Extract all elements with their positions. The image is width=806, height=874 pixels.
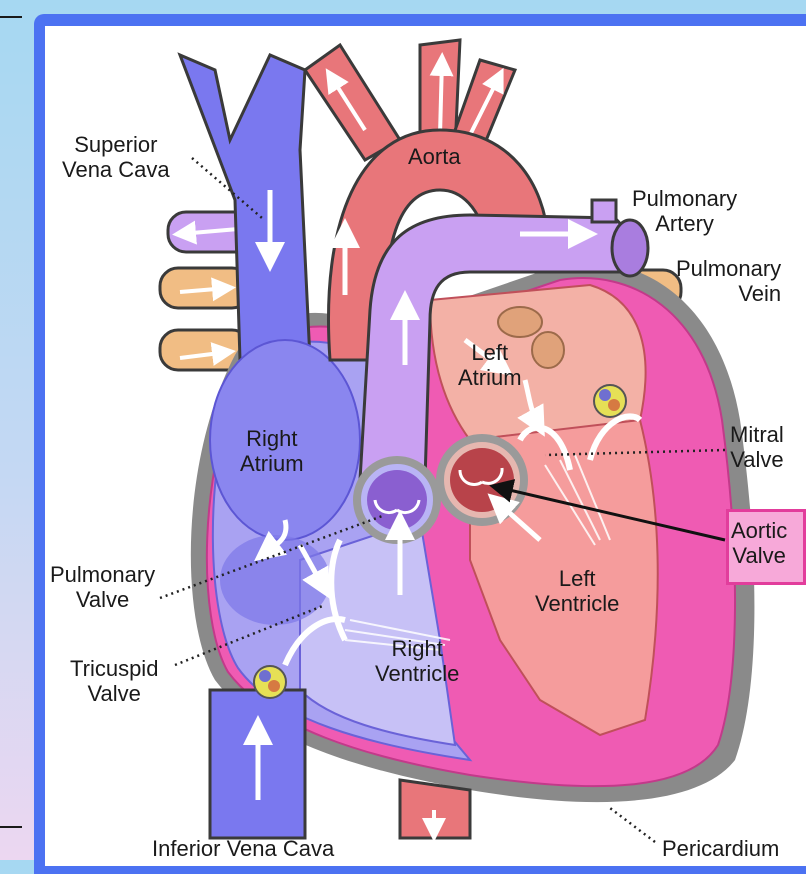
pulmonary-valve-graphic bbox=[353, 456, 441, 544]
page-edge-tick-top bbox=[0, 16, 22, 18]
tricuspid-valve-graphic bbox=[282, 538, 348, 667]
label-tricuspid-valve: Tricuspid Valve bbox=[70, 656, 159, 707]
label-inferior-vena-cava: Inferior Vena Cava bbox=[152, 836, 335, 861]
label-pulmonary-valve: Pulmonary Valve bbox=[50, 562, 156, 613]
label-aorta: Aorta bbox=[408, 144, 461, 169]
label-right-atrium: Right Atrium bbox=[240, 426, 304, 477]
label-left-ventricle: Left Ventricle bbox=[535, 566, 620, 617]
leader-lines bbox=[159, 157, 726, 843]
aortic-valve-pointer bbox=[489, 479, 726, 542]
descending-aorta bbox=[398, 778, 472, 840]
right-ventricle-chamber bbox=[299, 518, 457, 747]
label-pulmonary-artery: Pulmonary Artery bbox=[632, 186, 738, 237]
label-right-ventricle: Right Ventricle bbox=[375, 636, 460, 687]
aortic-valve-graphic bbox=[436, 434, 528, 526]
label-left-atrium: Left Atrium bbox=[458, 340, 522, 391]
pulmonary-trunk bbox=[358, 213, 642, 482]
pulmonary-artery-opening bbox=[610, 218, 650, 278]
sa-node bbox=[593, 384, 627, 418]
aortic-valve-highlight-box bbox=[726, 509, 806, 585]
label-pericardium: Pericardium bbox=[662, 836, 780, 861]
label-aortic-valve: Aortic Valve bbox=[731, 518, 788, 569]
av-node bbox=[253, 665, 287, 699]
page-edge-tick-bottom bbox=[0, 826, 22, 828]
label-superior-vena-cava: Superior Vena Cava bbox=[62, 132, 170, 183]
superior-vena-cava bbox=[177, 52, 312, 362]
label-mitral-valve: Mitral Valve bbox=[730, 422, 784, 473]
label-pulmonary-vein: Pulmonary Vein bbox=[676, 256, 782, 307]
